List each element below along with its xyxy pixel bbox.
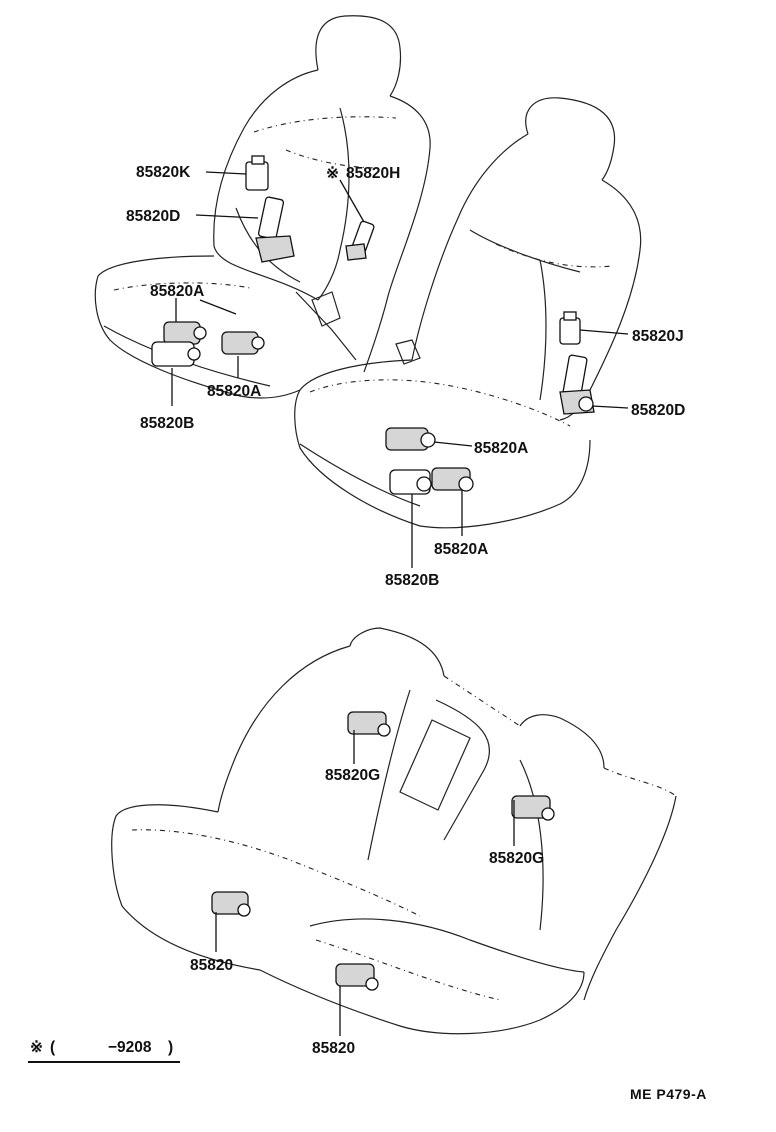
heater-element-front-left-a-top xyxy=(163,321,207,345)
heater-element-front-right-b xyxy=(389,469,432,495)
callout-front-right-b: 85820B xyxy=(385,572,439,589)
callout-rear-g-right: 85820G xyxy=(489,850,544,867)
front-right-seat-outline xyxy=(294,97,642,529)
figure-reference: ME P479-A xyxy=(630,1086,707,1102)
callout-front-left-k: 85820K xyxy=(136,164,191,181)
heater-element-rear-g-right xyxy=(511,795,555,821)
heater-element-rear-center-left xyxy=(211,891,251,917)
front-left-seat-outline xyxy=(94,15,431,399)
callout-rear-center-left: 85820 xyxy=(190,957,233,974)
heater-element-front-left-k xyxy=(245,155,269,191)
heater-element-front-right-j xyxy=(559,311,581,345)
footnote: ※ ( −9208 ) xyxy=(28,1039,180,1063)
callout-rear-center-right: 85820 xyxy=(312,1040,355,1057)
heater-element-front-left-a-bottom xyxy=(221,331,265,355)
rear-seat-outline xyxy=(111,627,677,1035)
heater-element-front-left-d xyxy=(255,196,295,263)
heater-element-front-right-d xyxy=(559,354,595,415)
callout-front-right-a-lower: 85820A xyxy=(434,541,488,558)
callout-front-left-b: 85820B xyxy=(140,415,194,432)
callout-front-right-d: 85820D xyxy=(631,402,685,419)
heater-element-rear-g-left xyxy=(347,711,391,737)
footnote-symbol-icon: ※ xyxy=(30,1039,43,1056)
early-model-marker-icon: ※ xyxy=(326,165,339,182)
heater-element-front-left-h xyxy=(345,220,375,261)
leader-lines xyxy=(171,171,629,1036)
callout-rear-g-left: 85820G xyxy=(325,767,380,784)
callout-front-left-a-top: 85820A xyxy=(150,283,204,300)
heater-element-front-right-a-lower xyxy=(431,467,474,492)
callout-front-right-a-upper: 85820A xyxy=(474,440,528,457)
callout-front-left-d: 85820D xyxy=(126,208,180,225)
callout-front-right-j: 85820J xyxy=(632,328,684,345)
heater-element-front-right-a-upper xyxy=(385,427,436,451)
callout-front-left-h: 85820H xyxy=(346,165,400,182)
footnote-open-paren: ( xyxy=(50,1039,56,1056)
footnote-close-paren: ) xyxy=(168,1039,173,1056)
footnote-range: −9208 xyxy=(108,1039,152,1056)
heater-element-front-left-b xyxy=(151,341,201,367)
callout-front-left-a-bottom: 85820A xyxy=(207,383,261,400)
heater-element-rear-center-right xyxy=(335,963,379,991)
